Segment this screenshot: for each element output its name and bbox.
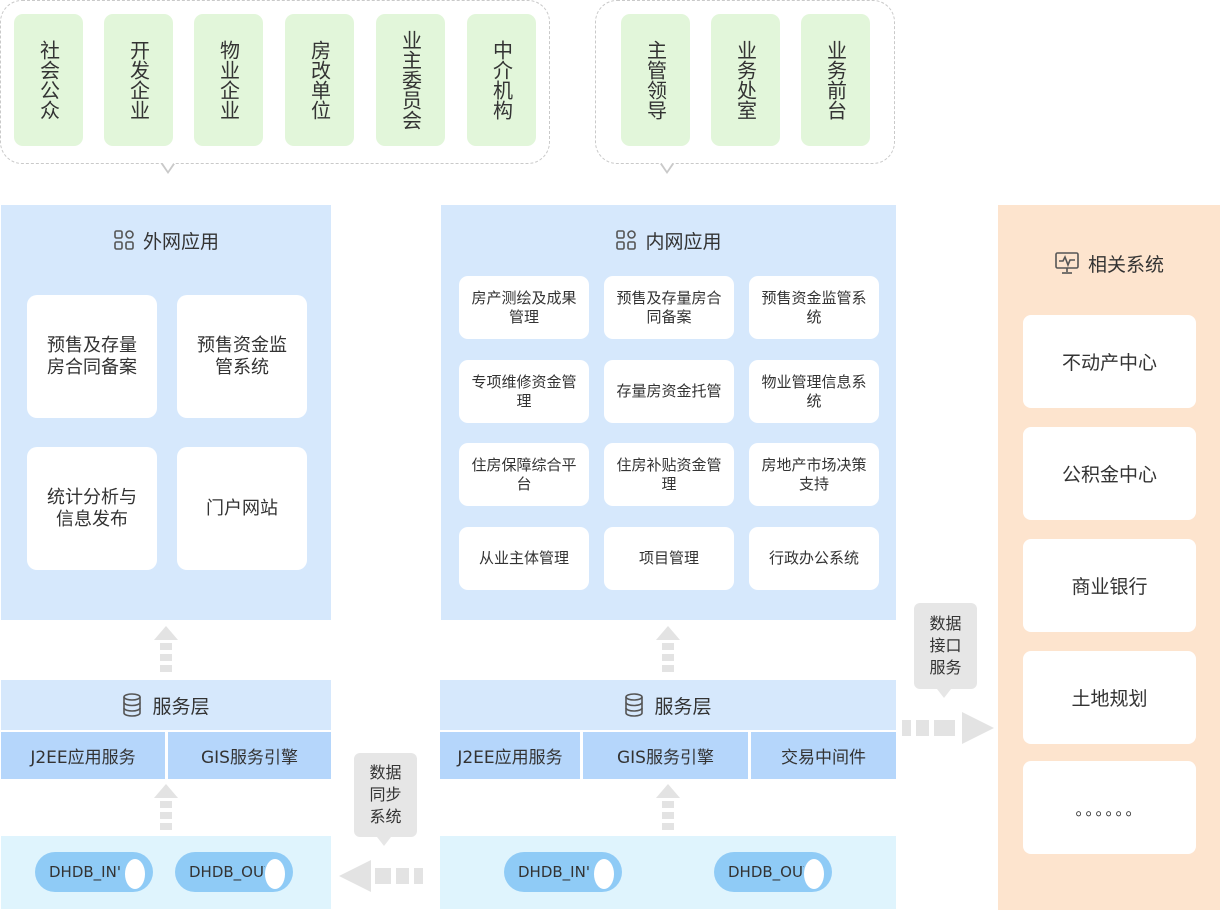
related-more: 。。。。。。 [1023, 761, 1196, 854]
cylinder-end-icon [123, 857, 147, 891]
internal-app-title: 内网应用 [645, 230, 722, 253]
related-real-estate-center[interactable]: 不动产中心 [1023, 315, 1196, 408]
related-land-planning[interactable]: 土地规划 [1023, 651, 1196, 744]
user-public: 社会公众 [14, 14, 83, 146]
int-service-gis[interactable]: GIS服务引擎 [583, 732, 748, 779]
internal-db-layer: DHDB_IN' DHDB_OUT [440, 836, 896, 909]
int-db-in[interactable]: DHDB_IN' [504, 852, 622, 892]
int-module-contract-filing[interactable]: 预售及存量房合同备案 [604, 276, 734, 339]
internal-service-items: J2EE应用服务 GIS服务引擎 交易中间件 [440, 732, 896, 779]
int-module-maintenance-fund[interactable]: 专项维修资金管理 [459, 360, 589, 423]
cylinder-end-icon [263, 857, 287, 891]
grid-apps-icon [114, 230, 134, 250]
database-stack-icon [123, 693, 142, 717]
int-module-presale-fund[interactable]: 预售资金监管系统 [749, 276, 879, 339]
grid-apps-icon [616, 230, 637, 250]
database-stack-icon [625, 693, 644, 717]
ext-db-in-label: DHDB_IN' [49, 863, 121, 881]
related-systems-header: 相关系统 [998, 249, 1220, 277]
data-sync-pointer [377, 837, 391, 846]
int-db-in-label: DHDB_IN' [518, 863, 590, 881]
external-app-panel: 外网应用 预售及存量房合同备案 预售资金监管系统 统计分析与信息发布 门户网站 [1, 205, 331, 620]
int-module-project-mgmt[interactable]: 项目管理 [604, 527, 734, 590]
related-commercial-bank[interactable]: 商业银行 [1023, 539, 1196, 632]
external-db-to-service-arrow [154, 784, 178, 830]
user-developer: 开发企业 [104, 14, 173, 146]
ext-db-out[interactable]: DHDB_OUT [175, 852, 293, 892]
external-users-group [0, 0, 550, 164]
user-business-office: 业务处室 [711, 14, 780, 146]
cylinder-end-icon [592, 857, 616, 891]
internal-service-header: 服务层 [440, 680, 896, 730]
interface-arrow-right [902, 712, 994, 744]
external-app-header: 外网应用 [1, 227, 331, 253]
int-module-surveying[interactable]: 房产测绘及成果管理 [459, 276, 589, 339]
internal-service-to-app-arrow [656, 626, 680, 672]
data-sync-label: 数据同步系统 [354, 753, 417, 837]
int-module-entity-mgmt[interactable]: 从业主体管理 [459, 527, 589, 590]
int-db-out[interactable]: DHDB_OUT [714, 852, 832, 892]
related-systems-title: 相关系统 [1087, 253, 1164, 276]
user-housing-reform-unit: 房改单位 [285, 14, 354, 146]
data-interface-pointer [937, 689, 951, 698]
external-app-title: 外网应用 [142, 230, 219, 253]
user-supervisor: 主管领导 [621, 14, 690, 146]
int-module-decision-support[interactable]: 房地产市场决策支持 [749, 443, 879, 506]
ext-db-out-label: DHDB_OUT [189, 863, 274, 881]
int-module-office[interactable]: 行政办公系统 [749, 527, 879, 590]
cylinder-end-icon [802, 857, 826, 891]
internal-service-title: 服务层 [654, 695, 712, 718]
int-module-housing-security[interactable]: 住房保障综合平台 [459, 443, 589, 506]
ext-service-gis[interactable]: GIS服务引擎 [168, 732, 331, 779]
data-interface-label: 数据接口服务 [914, 603, 977, 689]
external-db-layer: DHDB_IN' DHDB_OUT [1, 836, 331, 909]
ext-db-in[interactable]: DHDB_IN' [35, 852, 153, 892]
external-service-to-app-arrow [154, 626, 178, 672]
external-service-header: 服务层 [1, 680, 331, 730]
related-systems-panel: 相关系统 不动产中心 公积金中心 商业银行 土地规划 。。。。。。 [998, 205, 1220, 910]
int-db-out-label: DHDB_OUT [728, 863, 813, 881]
ext-service-j2ee[interactable]: J2EE应用服务 [1, 732, 165, 779]
user-property-company: 物业企业 [194, 14, 263, 146]
internal-db-to-service-arrow [656, 784, 680, 830]
external-service-items: J2EE应用服务 GIS服务引擎 [1, 732, 331, 779]
user-owners-committee: 业主委员会 [376, 14, 445, 146]
ext-module-portal[interactable]: 门户网站 [177, 447, 307, 570]
internal-app-panel: 内网应用 房产测绘及成果管理 预售及存量房合同备案 预售资金监管系统 专项维修资… [441, 205, 896, 620]
ext-module-statistics[interactable]: 统计分析与信息发布 [27, 447, 157, 570]
user-front-desk: 业务前台 [801, 14, 870, 146]
sync-arrow-left [339, 860, 423, 892]
internal-app-header: 内网应用 [441, 227, 896, 253]
int-service-j2ee[interactable]: J2EE应用服务 [440, 732, 580, 779]
user-agency: 中介机构 [467, 14, 536, 146]
ext-module-contract-filing[interactable]: 预售及存量房合同备案 [27, 295, 157, 418]
int-module-property-mgmt[interactable]: 物业管理信息系统 [749, 360, 879, 423]
int-service-middleware[interactable]: 交易中间件 [751, 732, 896, 779]
external-service-title: 服务层 [152, 695, 210, 718]
monitor-pulse-icon [1055, 252, 1079, 274]
int-module-fund-escrow[interactable]: 存量房资金托管 [604, 360, 734, 423]
int-module-housing-subsidy[interactable]: 住房补贴资金管理 [604, 443, 734, 506]
related-provident-fund-center[interactable]: 公积金中心 [1023, 427, 1196, 520]
ext-module-presale-fund[interactable]: 预售资金监管系统 [177, 295, 307, 418]
